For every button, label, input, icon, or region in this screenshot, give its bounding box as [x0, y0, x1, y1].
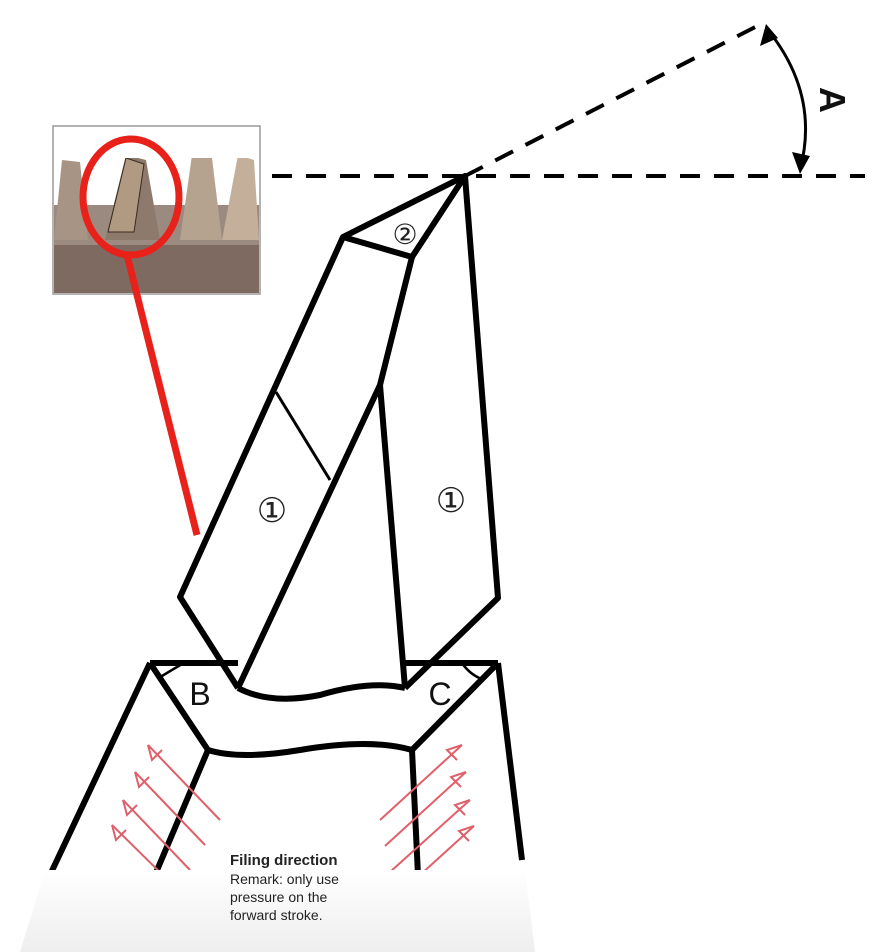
angle-c-arc [460, 662, 485, 682]
angle-b-label: B [189, 676, 210, 712]
highlight-circle [79, 135, 183, 259]
filing-note: Filing direction Remark: only use pressu… [230, 852, 450, 924]
filing-note-title: Filing direction [230, 852, 338, 869]
note-background [20, 870, 535, 952]
angle-c-label: C [428, 676, 451, 712]
face-label-top: ② [392, 218, 417, 251]
angled-reference-line [464, 20, 766, 178]
angle-a-arrowhead-top [760, 24, 778, 46]
highlight-connector [123, 254, 201, 536]
angle-a-arrowhead-bottom [792, 152, 810, 174]
filing-note-line-2: pressure on the [230, 889, 328, 905]
angle-a-arc [766, 29, 807, 171]
saw-teeth-photo [52, 125, 261, 295]
face-label-left: ① [257, 491, 287, 531]
face-label-right: ① [436, 481, 466, 521]
filing-note-line-3: forward stroke. [230, 907, 323, 923]
angle-a-label: A [812, 87, 853, 113]
filing-note-line-1: Remark: only use [230, 871, 339, 887]
tooth-outline [177, 173, 501, 691]
base-outline [47, 660, 525, 877]
angle-b-arc [161, 661, 185, 678]
